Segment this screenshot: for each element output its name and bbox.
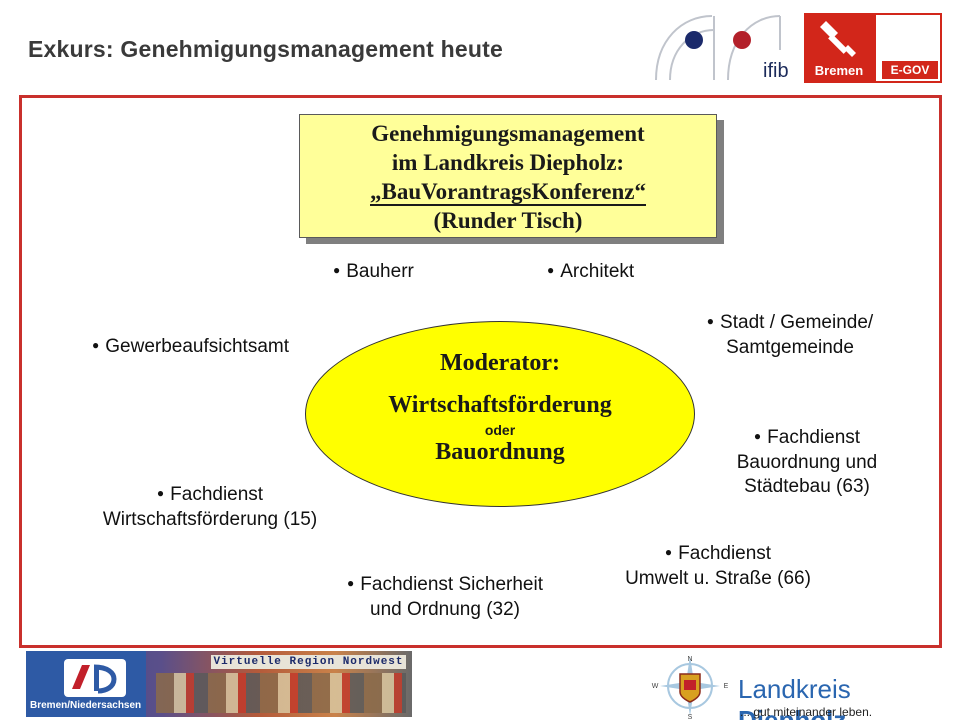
participant-architekt: ● Architekt — [547, 260, 634, 285]
participant-sicherheit-line-2: und Ordnung (32) — [370, 599, 520, 620]
bullet-icon: ● — [547, 263, 555, 277]
page-title: Exkurs: Genehmigungsmanagement heute — [28, 36, 503, 62]
participant-wirtschaft-line-1: Fachdienst — [170, 484, 264, 505]
egov-logo-text: E-GOV — [882, 61, 938, 79]
title-line-1: Genehmigungsmanagement — [371, 121, 645, 146]
banner-caption: Bremen/Niedersachsen — [30, 700, 142, 711]
ifib-logo — [652, 10, 792, 86]
participant-stadt-line-2: Samtgemeinde — [726, 337, 854, 358]
participant-fachdienst-sicherheit: ● Fachdienst Sicherheit und Ordnung (32) — [320, 573, 570, 622]
title-line-3: „BauVorantragsKonferenz“ — [300, 177, 716, 206]
participant-bauherr-label: Bauherr — [346, 261, 414, 282]
bullet-icon: ● — [156, 486, 165, 500]
participant-gewerbeaufsichtsamt: ● Gewerbeaufsichtsamt — [92, 335, 289, 360]
participant-fachdienst-wirtschaft: ● Fachdienst Wirtschaftsförderung (15) — [80, 483, 340, 532]
compass-n-label: N — [687, 656, 692, 663]
participant-sicherheit-line-1: Fachdienst Sicherheit — [360, 574, 543, 595]
bullet-icon: ● — [333, 263, 341, 277]
banner-logo-area: Bremen/Niedersachsen — [26, 651, 146, 717]
virtuelle-region-banner: Bremen/Niedersachsen Virtuelle Region No… — [26, 651, 412, 717]
compass-icon: N E S W — [650, 652, 730, 720]
participant-stadt-line-1: Stadt / Gemeinde/ — [720, 312, 874, 333]
region-logo-icon — [64, 659, 126, 697]
participant-bauordnung-line-1: Fachdienst — [767, 427, 861, 448]
ifib-logo-graphic — [655, 15, 781, 81]
participant-gewerbeaufsichtsamt-label: Gewerbeaufsichtsamt — [105, 336, 289, 357]
title-line-2: im Landkreis Diepholz: — [391, 150, 625, 175]
moderator-option-1: Wirtschaftsförderung — [388, 392, 612, 418]
participant-bauordnung-line-3: Städtebau (63) — [744, 476, 870, 497]
compass-s-label: S — [688, 714, 693, 720]
diagram-title-box: Genehmigungsmanagement im Landkreis Diep… — [299, 114, 717, 238]
participant-umwelt-line-1: Fachdienst — [678, 543, 772, 564]
participant-stadt-gemeinde: ● Stadt / Gemeinde/ Samtgemeinde — [690, 311, 890, 360]
bullet-icon: ● — [753, 429, 762, 443]
moderator-option-2: Bauordnung — [435, 439, 565, 465]
bremen-logo-text: Bremen — [814, 63, 864, 78]
participant-architekt-label: Architekt — [560, 261, 635, 282]
participant-wirtschaft-line-2: Wirtschaftsförderung (15) — [102, 509, 318, 530]
moderator-heading: Moderator: — [440, 350, 560, 376]
lk-name-part-1: Landkreis — [738, 674, 851, 704]
participant-umwelt-line-2: Umwelt u. Straße (66) — [625, 568, 811, 589]
title-line-4: (Runder Tisch) — [433, 208, 583, 233]
banner-header: Virtuelle Region Nordwest — [211, 655, 406, 669]
participant-bauherr: ● Bauherr — [333, 260, 414, 285]
bremen-egov-logo: Bremen E-GOV — [804, 13, 942, 83]
participant-bauordnung-line-2: Bauordnung und — [736, 452, 878, 473]
participant-fachdienst-bauordnung: ● Fachdienst Bauordnung und Städtebau (63… — [712, 426, 902, 499]
moderator-ellipse: Moderator: Wirtschaftsförderung oder Bau… — [305, 321, 695, 507]
title-line-3-text: „BauVorantragsKonferenz“ — [370, 179, 646, 206]
participant-fachdienst-umwelt: ● Fachdienst Umwelt u. Straße (66) — [600, 542, 836, 591]
banner-photo-strip — [156, 673, 406, 713]
compass-w-label: W — [652, 683, 659, 690]
moderator-conjunction: oder — [484, 422, 516, 438]
bremen-key-icon — [820, 21, 856, 57]
landkreis-diepholz-logo-text: Landkreis Diepholz — [738, 674, 960, 720]
compass-e-label: E — [724, 683, 729, 690]
lk-name-part-2: Diepholz — [738, 705, 847, 720]
bullet-icon: ● — [347, 576, 355, 590]
bullet-icon: ● — [706, 314, 715, 328]
bullet-icon: ● — [664, 545, 673, 559]
bullet-icon: ● — [92, 338, 100, 352]
landkreis-slogan: ... gut miteinander leben. — [740, 705, 873, 719]
ifib-logo-text: ifib — [763, 60, 789, 82]
bremen-logo-panel: Bremen — [804, 13, 874, 83]
